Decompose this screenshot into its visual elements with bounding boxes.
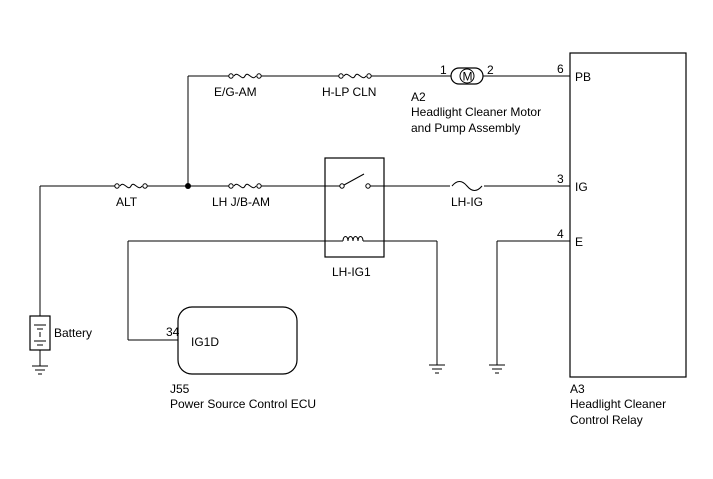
relay-name-line1: Headlight Cleaner [570,397,666,411]
motor-a2: M 1 2 A2 Headlight Cleaner Motor and Pum… [411,63,541,135]
motor-code: A2 [411,90,426,104]
fuse-hlp-cln: H-LP CLN [322,73,376,99]
fuse-eg-am: E/G-AM [214,73,262,99]
relay-name-line2: Control Relay [570,413,643,427]
pin-number: 4 [557,227,564,241]
relay-code: A3 [570,382,585,396]
fuse-label: H-LP CLN [322,85,376,99]
motor-name-line1: Headlight Cleaner Motor [411,105,541,119]
ground-icon [489,364,505,374]
motor-name-line2: and Pump Assembly [411,121,520,135]
battery-label: Battery [54,326,92,340]
ecu-code: J55 [170,382,190,396]
fuse-label: LH-IG [451,195,483,209]
motor-pin-right: 2 [487,63,494,77]
relay-lh-ig1: LH-IG1 [324,157,385,279]
battery: Battery [29,315,92,351]
pin-label: E [575,235,583,249]
ecu-name: Power Source Control ECU [170,397,316,411]
junction-dot [185,183,191,189]
control-relay-a3: 6 PB 3 IG 4 E A3 Headlight Cleaner Contr… [557,52,687,427]
relay-label: LH-IG1 [332,265,371,279]
motor-symbol: M [463,70,473,84]
pin-label: PB [575,70,591,84]
fuse-label: ALT [116,195,138,209]
fuse-label: E/G-AM [214,85,257,99]
pin-number: 6 [557,62,564,76]
pin-label: IG [575,180,588,194]
fuse-label: LH J/B-AM [212,195,270,209]
ecu-pin-label: IG1D [191,335,219,349]
fuse-lh-ig: LH-IG [451,181,483,209]
motor-pin-left: 1 [440,63,447,77]
fuse-lh-jb-am: LH J/B-AM [212,183,270,209]
ground-icon [32,365,48,375]
ground-icon [429,364,445,374]
ecu-pin-number: 34 [166,325,180,339]
ecu-j55: 34 IG1D J55 Power Source Control ECU [166,306,316,411]
fuse-alt: ALT [114,183,148,209]
wires [39,75,570,366]
pin-number: 3 [557,172,564,186]
